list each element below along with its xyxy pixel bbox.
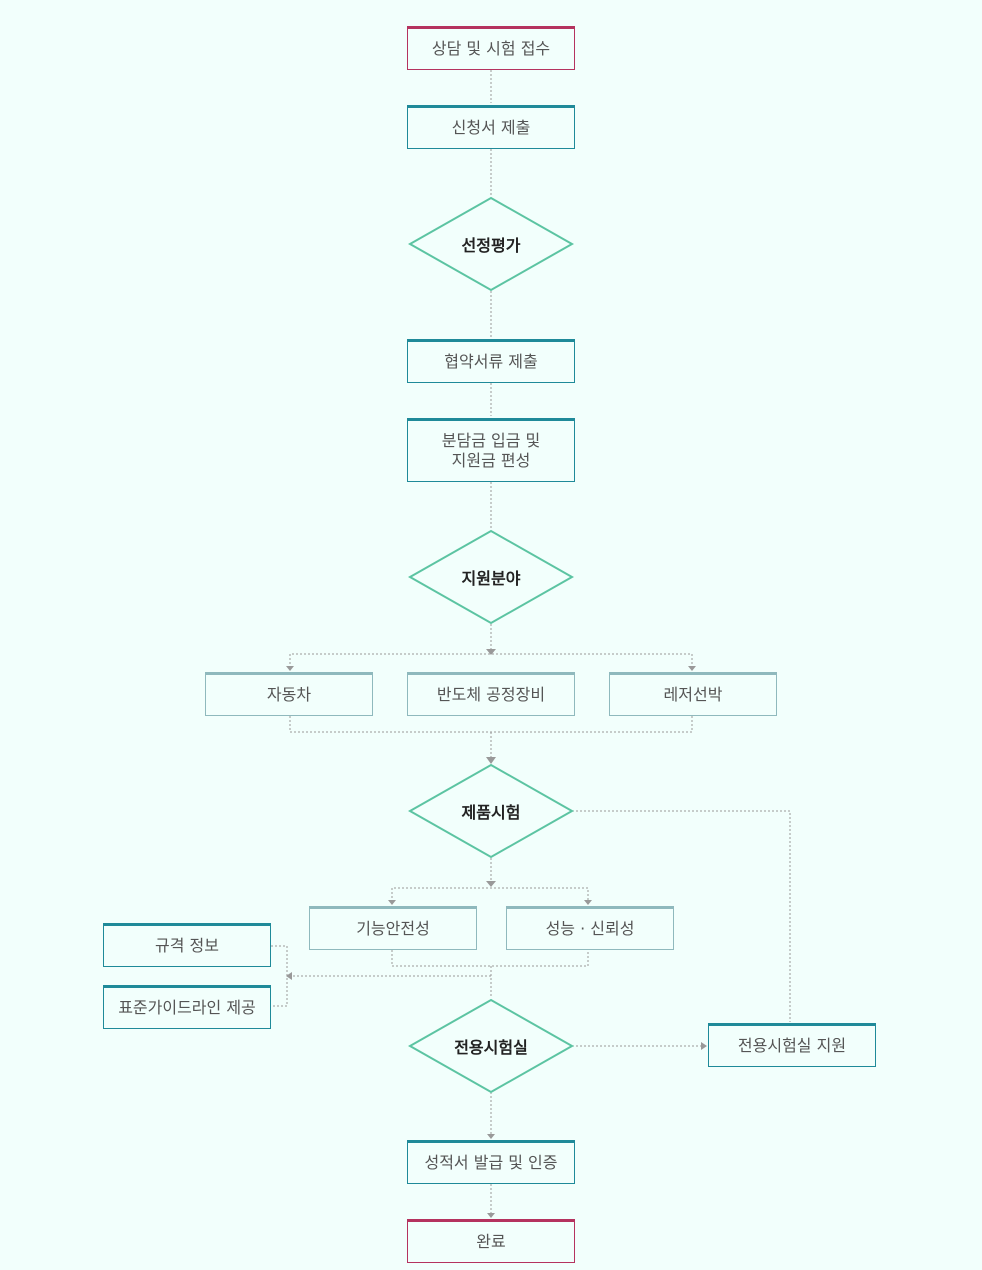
step-label: 신청서 제출 [451,118,531,137]
step-label: 규격 정보 [155,936,219,955]
decision-product-test-shape [407,763,575,859]
step-label: 반도체 공정장비 [436,685,546,704]
step-label: 표준가이드라인 제공 [118,998,256,1017]
step-label: 기능안전성 [356,919,430,938]
decision-field: 지원분야 [461,569,521,588]
step-label: 상담 및 시험 접수 [431,39,551,58]
step-label: 레저선박 [663,685,723,704]
field-semiconductor: 반도체 공정장비 [407,672,575,716]
decision-selection: 선정평가 [461,236,521,255]
step-agreement: 협약서류 제출 [407,339,575,383]
lab-support: 전용시험실 지원 [708,1023,876,1067]
decision-field-shape [407,529,575,625]
decision-dedicated-lab-shape [407,998,575,1094]
step-label-line1: 분담금 입금 및 [441,431,541,450]
decision-dedicated-lab: 전용시험실 [454,1038,528,1057]
step-label: 협약서류 제출 [444,352,538,371]
step-label-line2: 지원금 편성 [451,451,531,470]
test-functional-safety: 기능안전성 [309,906,477,950]
step-label: 자동차 [266,685,312,704]
step-certificate: 성적서 발급 및 인증 [407,1140,575,1184]
field-auto: 자동차 [205,672,373,716]
step-label: 전용시험실 지원 [737,1036,847,1055]
step-payment: 분담금 입금 및 지원금 편성 [407,418,575,482]
step-label: 성능 · 신뢰성 [545,919,635,938]
step-consult: 상담 및 시험 접수 [407,26,575,70]
spec-info: 규격 정보 [103,923,271,967]
step-complete: 완료 [407,1219,575,1263]
step-application: 신청서 제출 [407,105,575,149]
test-performance: 성능 · 신뢰성 [506,906,674,950]
step-label: 완료 [476,1232,506,1251]
decision-product-test: 제품시험 [461,803,521,822]
field-leisure-boat: 레저선박 [609,672,777,716]
step-label: 성적서 발급 및 인증 [424,1153,558,1172]
guideline: 표준가이드라인 제공 [103,985,271,1029]
decision-selection-shape [407,196,575,292]
